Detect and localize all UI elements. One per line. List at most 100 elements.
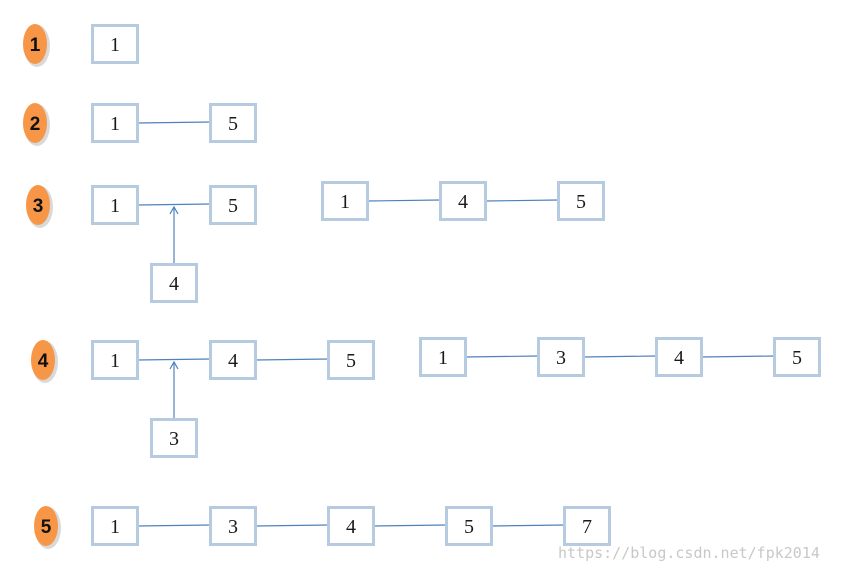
node-value: 5	[228, 113, 238, 135]
chain: 1	[91, 24, 139, 64]
chain: 1 3 4 5 7	[91, 506, 611, 546]
node-value: 1	[438, 347, 448, 369]
step-badge: 2	[23, 103, 50, 146]
node-value: 4	[169, 273, 179, 295]
node-box	[563, 506, 611, 546]
list-node: 5	[209, 185, 257, 225]
list-node: 1	[91, 506, 139, 546]
node-value: 3	[228, 516, 238, 538]
list-node: 5	[327, 340, 375, 380]
watermark-url: https://blog.csdn.net/fpk2014	[558, 544, 820, 562]
step-badge: 4	[31, 340, 58, 383]
step-number: 5	[41, 517, 52, 538]
link-line	[367, 199, 441, 202]
node-box	[557, 181, 605, 221]
step-badge-oval	[31, 340, 55, 380]
step-3: 3 1 5 4 1 4 5	[26, 181, 605, 303]
chain: 1 4 5 3	[91, 340, 375, 458]
node-value: 1	[110, 516, 120, 538]
list-node: 1	[91, 340, 139, 380]
node-value: 5	[792, 347, 802, 369]
chain: 1 4 5	[321, 181, 605, 221]
node-box	[91, 340, 139, 380]
link-line	[485, 199, 559, 202]
list-node: 3	[209, 506, 257, 546]
node-value: 4	[346, 516, 356, 538]
chain: 1 3 4 5	[419, 337, 821, 377]
list-node: 4	[327, 506, 375, 546]
node-value: 5	[464, 516, 474, 538]
node-value: 3	[556, 347, 566, 369]
list-node: 7	[563, 506, 611, 546]
insert-arrow	[169, 205, 179, 265]
link-line	[491, 524, 565, 527]
node-value: 1	[340, 191, 350, 213]
inserting-node: 4	[150, 263, 198, 303]
step-badge: 5	[34, 506, 61, 549]
list-node: 1	[321, 181, 369, 221]
list-node: 1	[91, 185, 139, 225]
node-box	[537, 337, 585, 377]
node-box	[150, 418, 198, 458]
step-number: 3	[33, 196, 44, 217]
step-number: 2	[30, 114, 41, 135]
node-box	[209, 185, 257, 225]
node-value: 1	[110, 195, 120, 217]
node-box	[655, 337, 703, 377]
link-line	[701, 355, 775, 358]
list-node: 1	[419, 337, 467, 377]
link-line	[583, 355, 657, 358]
node-value: 5	[576, 191, 586, 213]
node-value: 3	[169, 428, 179, 450]
node-box	[321, 181, 369, 221]
link-line	[137, 121, 211, 124]
insert-arrow	[169, 360, 179, 420]
node-box	[91, 185, 139, 225]
step-badge-oval	[23, 103, 47, 143]
node-box	[91, 24, 139, 64]
chain: 1 5 4	[91, 185, 257, 303]
list-node: 5	[209, 103, 257, 143]
list-node: 1	[91, 24, 139, 64]
step-4: 4 1 4 5 3 1 3 4 5	[31, 337, 821, 458]
list-node: 4	[439, 181, 487, 221]
step-badge-oval	[23, 24, 47, 64]
step-badge-oval	[26, 185, 50, 225]
node-box	[419, 337, 467, 377]
step-badge: 1	[23, 24, 50, 67]
link-line	[137, 358, 211, 361]
link-line	[137, 203, 211, 206]
node-box	[439, 181, 487, 221]
node-value: 1	[110, 350, 120, 372]
list-node: 5	[773, 337, 821, 377]
node-value: 4	[458, 191, 468, 213]
inserting-node: 3	[150, 418, 198, 458]
link-line	[137, 524, 211, 527]
step-badge: 3	[26, 185, 53, 228]
step-number: 4	[38, 351, 49, 372]
list-node: 1	[91, 103, 139, 143]
node-value: 4	[674, 347, 684, 369]
list-node: 4	[655, 337, 703, 377]
link-line	[255, 358, 329, 361]
step-badge-oval	[34, 506, 58, 546]
node-value: 5	[346, 350, 356, 372]
node-box	[773, 337, 821, 377]
step-number: 1	[30, 35, 41, 56]
node-box	[209, 340, 257, 380]
list-node: 4	[209, 340, 257, 380]
node-box	[91, 506, 139, 546]
node-value: 5	[228, 195, 238, 217]
step-5: 5 1 3 4 5 7	[34, 506, 611, 549]
node-box	[91, 103, 139, 143]
list-node: 5	[557, 181, 605, 221]
node-box	[445, 506, 493, 546]
node-box	[327, 506, 375, 546]
node-box	[209, 506, 257, 546]
node-value: 7	[582, 516, 592, 538]
list-node: 3	[537, 337, 585, 377]
